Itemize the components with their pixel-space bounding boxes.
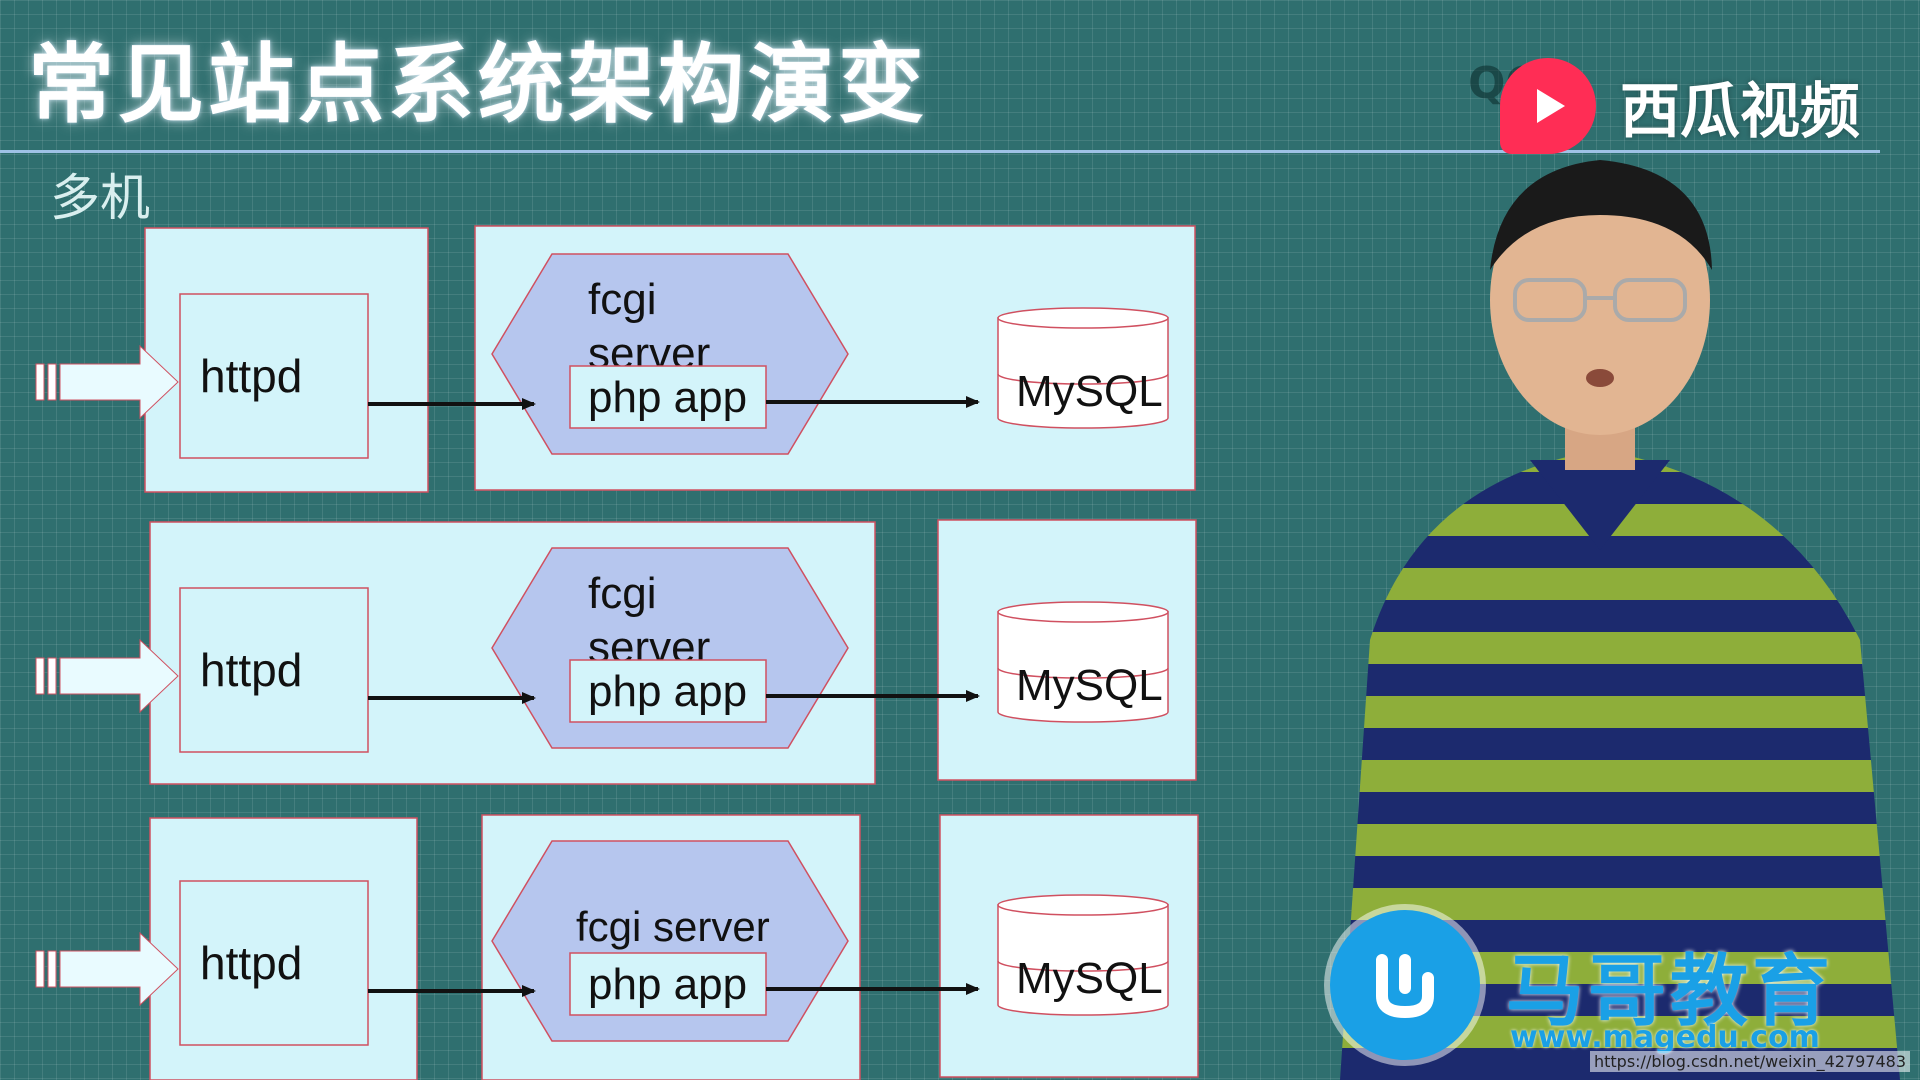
php-app-label: php app [588, 960, 747, 1009]
request-bar [47, 657, 57, 695]
database-top [997, 894, 1169, 916]
request-bar [47, 950, 57, 988]
mysql-label: MySQL [1016, 954, 1163, 1003]
request-bar [35, 363, 45, 401]
database-body [997, 611, 1169, 723]
httpd-box [179, 587, 369, 753]
database-body [997, 904, 1169, 1016]
database-icon [997, 601, 1169, 723]
database-ring [997, 373, 1169, 385]
database-icon [997, 307, 1169, 429]
architecture-row: httpd fcgi server php app MySQL [35, 814, 1199, 1080]
database-top [997, 601, 1169, 623]
fcgi-label: fcgi server [576, 903, 770, 950]
title-divider [0, 150, 1880, 153]
httpd-label: httpd [200, 644, 302, 696]
php-app-box [569, 659, 767, 723]
php-app-label: php app [588, 667, 747, 716]
fcgi-label: fcgi [588, 569, 656, 618]
play-icon [1500, 58, 1596, 154]
httpd-label: httpd [200, 350, 302, 402]
database-ring [997, 960, 1169, 972]
request-bar [47, 363, 57, 401]
xigua-watermark: 西瓜视频 [1500, 58, 1860, 154]
mysql-label: MySQL [1016, 367, 1163, 416]
magedu-logo-icon [1330, 910, 1480, 1060]
php-app-box [569, 952, 767, 1016]
httpd-label: httpd [200, 937, 302, 989]
magedu-url: www.magedu.com [1510, 1020, 1820, 1055]
database-top [997, 307, 1169, 329]
request-bar [35, 950, 45, 988]
database-body [997, 317, 1169, 429]
request-arrow [59, 931, 179, 1007]
php-app-label: php app [588, 373, 747, 422]
database-ring [997, 667, 1169, 679]
httpd-box [179, 293, 369, 459]
magedu-brand: 马哥教育 [1506, 947, 1835, 1037]
request-arrow [59, 638, 179, 714]
slide-title: 常见站点系统架构演变 [28, 34, 928, 135]
presenter-figure [1340, 160, 1900, 1080]
database-icon [997, 894, 1169, 1016]
httpd-box [179, 880, 369, 1046]
slide-subtitle: 多机 [50, 169, 150, 227]
csdn-watermark: https://blog.csdn.net/weixin_42797483 [1589, 1051, 1910, 1072]
magedu-watermark: 马哥教育 [1330, 910, 1834, 1060]
request-bar [35, 657, 45, 695]
mysql-label: MySQL [1016, 661, 1163, 710]
fcgi-label: fcgi [588, 275, 656, 324]
request-arrow [59, 344, 179, 420]
xigua-brand: 西瓜视频 [1620, 76, 1860, 147]
php-app-box [569, 365, 767, 429]
